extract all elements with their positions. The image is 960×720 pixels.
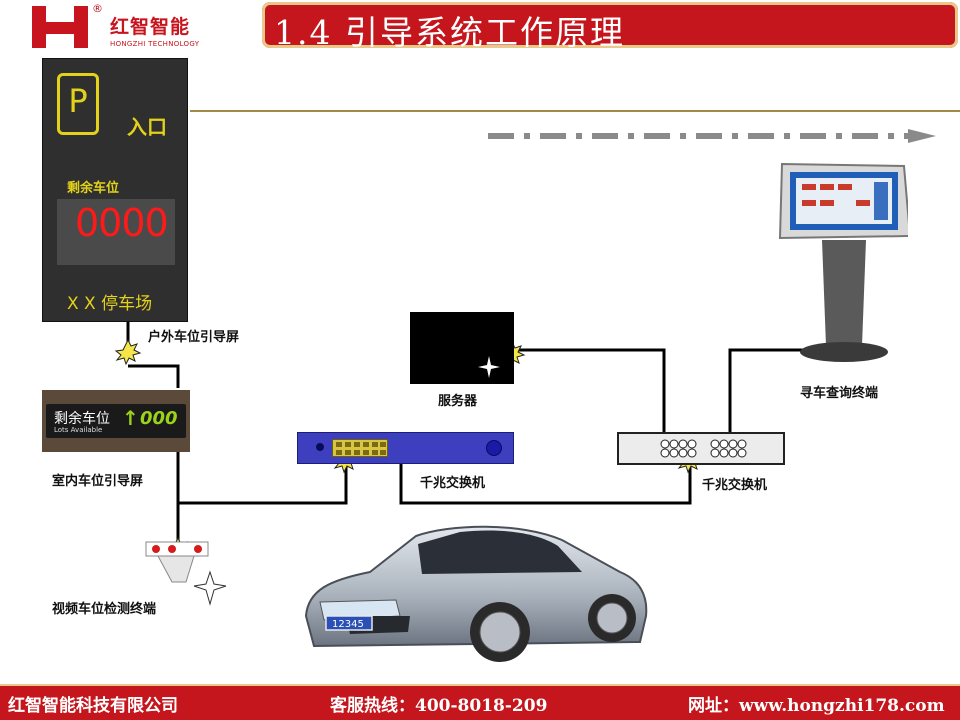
sparkle-icon [478,356,500,378]
knob-icon [486,440,502,456]
logo-en-text: HONGZHI TECHNOLOGY [110,40,200,48]
lot-name: X X 停车场 [67,294,153,314]
gigabit-switch-1 [297,432,514,464]
logo-cn-text: 红智智能 [110,16,191,38]
logo-h-icon [32,6,88,48]
indoor-count: 000 [140,408,178,429]
footer-hotline: 客服热线：400-8018-209 [330,696,548,716]
switch-2-label: 千兆交换机 [702,478,768,493]
flow-arrow-icon [488,129,936,143]
detector-label: 视频车位检测终端 [52,602,157,617]
indoor-remaining-label: 剩余车位 [54,411,110,427]
server-icon [410,312,514,384]
gigabit-switch-2 [617,432,785,465]
car-image: 12345 [304,525,648,662]
video-detector-icon [145,541,227,606]
title-bar [262,2,958,48]
remaining-spaces-label: 剩余车位 [67,181,120,196]
registered-mark: ® [92,2,103,15]
switch-1-label: 千兆交换机 [420,476,486,491]
entrance-label: 入口 [127,115,167,139]
outdoor-guidance-screen: P 入口 剩余车位 0000 X X 停车场 [42,58,188,322]
outdoor-screen-label: 户外车位引导屏 [148,330,240,345]
server-label: 服务器 [438,394,478,409]
footer-bar [0,684,960,720]
parking-p-icon: P [57,73,99,135]
indoor-guidance-screen: 剩余车位 Lots Available ↑ 000 [42,390,190,452]
logo: ® 红智智能 HONGZHI TECHNOLOGY [30,2,210,54]
spark-icon [114,338,142,366]
indoor-screen-label: 室内车位引导屏 [52,474,144,489]
digit-panel [57,199,175,265]
ports-icon [660,439,747,458]
parking-p-letter: P [68,82,88,120]
header-rule [190,110,960,112]
indoor-sub-label: Lots Available [54,426,103,434]
ports-icon [332,439,388,457]
arrow-up-icon: ↑ [122,406,139,430]
power-led-icon [316,443,324,451]
kiosk-terminal-icon [778,162,908,362]
kiosk-label: 寻车查询终端 [800,386,879,401]
license-plate: 12345 [332,619,364,630]
page-title: 1.4 引导系统工作原理 [274,13,625,52]
remaining-count: 0000 [75,201,169,245]
footer-company: 红智智能科技有限公司 [8,696,178,716]
footer-website: 网址：www.hongzhi178.com [688,696,945,716]
indoor-display [46,404,186,438]
